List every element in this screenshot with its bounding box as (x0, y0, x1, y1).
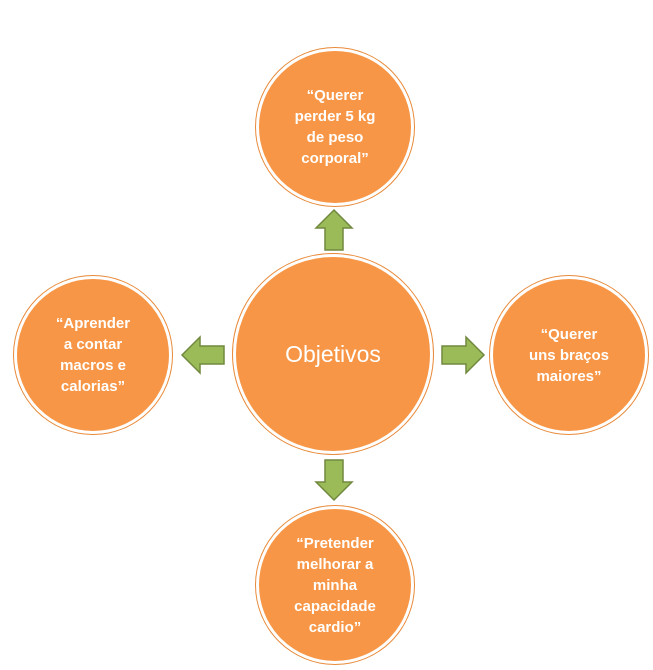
node-right-label: “Querer uns braços maiores” (528, 325, 610, 385)
node-right: “Querer uns braços maiores” (490, 276, 648, 434)
center-node-objetivos: Objetivos (233, 254, 433, 454)
arrow-down-icon (314, 459, 354, 502)
arrow-left-icon (180, 335, 225, 375)
node-top-label: “Querer perder 5 kg de peso corporal” (294, 87, 376, 167)
node-bottom-label: “Pretender melhorar a minha capacidade c… (294, 534, 376, 636)
node-left: “Aprender a contar macros e calorias” (14, 276, 172, 434)
node-top: “Querer perder 5 kg de peso corporal” (256, 48, 414, 206)
arrow-up-icon (314, 208, 354, 251)
center-node-label: Objetivos (285, 341, 381, 367)
node-left-label: “Aprender a contar macros e calorias” (55, 315, 131, 395)
node-bottom: “Pretender melhorar a minha capacidade c… (256, 506, 414, 664)
arrow-right-icon (441, 335, 486, 375)
